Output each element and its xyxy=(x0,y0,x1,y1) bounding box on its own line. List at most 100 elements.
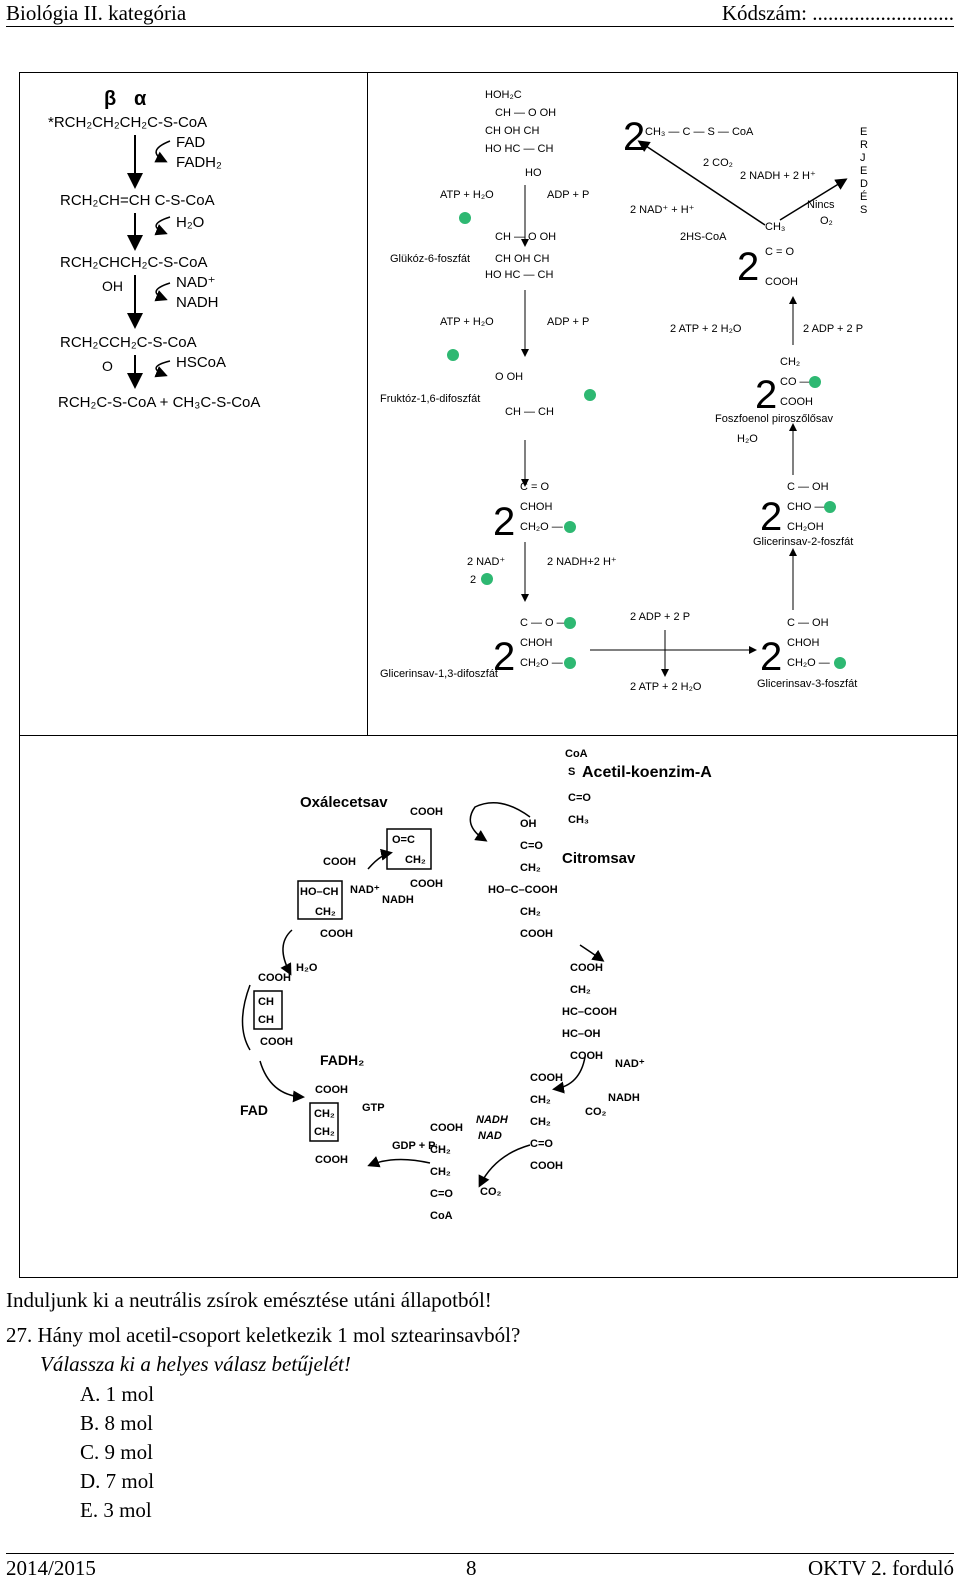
svg-text:CH₂: CH₂ xyxy=(520,906,541,918)
svg-text:CH₂: CH₂ xyxy=(315,906,336,918)
co2-krebs-1: CO₂ xyxy=(480,1186,502,1198)
nincs-label: Nincs xyxy=(807,199,835,211)
erjedes-5: D xyxy=(860,178,868,190)
svg-text:C=O: C=O xyxy=(530,1138,553,1150)
g6p-top-line-2: CH — O OH xyxy=(495,107,556,119)
acetyl-coa-label: Acetil-koenzim-A xyxy=(582,764,712,781)
svg-text:COOH: COOH xyxy=(315,1154,348,1166)
svg-text:CH₂: CH₂ xyxy=(520,862,541,874)
erjedes-6: É xyxy=(860,190,867,203)
co-top: C=O xyxy=(568,792,591,804)
svg-text:COOH: COOH xyxy=(323,856,356,868)
beta-row-1: *RCH₂CH₂CH₂C-S-CoA xyxy=(48,114,207,131)
figure-frame xyxy=(19,72,958,1278)
s-top: S xyxy=(568,766,575,778)
option-c[interactable]: C. 9 mol xyxy=(80,1440,153,1464)
svg-text:CoA: CoA xyxy=(430,1210,453,1222)
beta-oxidation-diagram: β α *RCH₂CH₂CH₂C-S-CoA RCH₂CH=CH C-S-CoA… xyxy=(48,88,260,411)
svg-text:COOH: COOH xyxy=(530,1072,563,1084)
atp-h2o-1: ATP + H₂O xyxy=(440,189,494,201)
option-a[interactable]: A. 1 mol xyxy=(80,1382,155,1406)
svg-text:CH₂: CH₂ xyxy=(430,1144,451,1156)
two-a: 2 xyxy=(493,500,515,544)
adp-p-4: 2 ADP + 2 P xyxy=(803,323,863,335)
svg-text:C — O —: C — O — xyxy=(520,617,568,629)
beta-row-4: RCH₂CCH₂C-S-CoA xyxy=(60,334,197,351)
beta-o: O xyxy=(102,358,113,374)
atp-h2o-2: ATP + H₂O xyxy=(440,316,494,328)
svg-text:CH: CH xyxy=(258,1014,274,1026)
svg-text:COOH: COOH xyxy=(780,396,813,408)
svg-text:CH₂: CH₂ xyxy=(405,854,426,866)
option-e[interactable]: E. 3 mol xyxy=(80,1498,152,1522)
two-g: 2 xyxy=(623,115,645,159)
svg-text:CH OH CH: CH OH CH xyxy=(495,253,549,265)
svg-text:CHO —: CHO — xyxy=(787,501,826,513)
two-f: 2 xyxy=(737,245,759,289)
svg-text:CH: CH xyxy=(258,996,274,1008)
oxalo-label: Oxálecetsav xyxy=(300,794,388,811)
svg-text:C — OH: C — OH xyxy=(787,481,829,493)
two-b: 2 xyxy=(493,635,515,679)
svg-text:CH₂: CH₂ xyxy=(314,1108,335,1120)
nad-label: NAD⁺ xyxy=(176,274,216,291)
svg-text:COOH: COOH xyxy=(430,1122,463,1134)
citrom-label: Citromsav xyxy=(562,850,636,867)
hscoa-label: HSCoA xyxy=(176,354,226,371)
svg-text:CH₂: CH₂ xyxy=(780,356,800,368)
g6p-label: Glükóz-6-foszfát xyxy=(390,253,470,265)
option-d[interactable]: D. 7 mol xyxy=(80,1469,155,1493)
beta-oh: OH xyxy=(102,278,123,294)
hscoa-pdh: 2HS-CoA xyxy=(680,231,727,243)
figure-divider-horizontal xyxy=(19,735,958,736)
nadh-krebs-2: NADH xyxy=(476,1114,509,1126)
question-27: 27. Hány mol acetil-csoport keletkezik 1… xyxy=(6,1323,521,1347)
ch3-top: CH₃ xyxy=(568,814,589,826)
fad-label: FAD xyxy=(176,134,205,151)
two-e: 2 xyxy=(755,373,777,417)
fadh2-krebs: FADH₂ xyxy=(320,1052,364,1068)
svg-text:O=C: O=C xyxy=(392,834,415,846)
svg-text:COOH: COOH xyxy=(570,1050,603,1062)
svg-text:C = O: C = O xyxy=(520,481,549,493)
option-b[interactable]: B. 8 mol xyxy=(80,1411,153,1435)
header-category: Biológia II. kategória xyxy=(6,1,187,25)
svg-text:HC–OH: HC–OH xyxy=(562,1028,601,1040)
svg-text:COOH: COOH xyxy=(315,1084,348,1096)
svg-text:C — OH: C — OH xyxy=(787,617,829,629)
erjedes-1: E xyxy=(860,126,867,138)
gdp-krebs: GDP + Pᵢ xyxy=(392,1140,438,1152)
svg-text:CH₂OH: CH₂OH xyxy=(787,521,824,533)
h2o-krebs: H₂O xyxy=(296,962,318,974)
beta-label: β xyxy=(104,88,116,110)
footer-round: OKTV 2. forduló xyxy=(807,1556,954,1580)
coa-top: CoA xyxy=(565,748,588,760)
beta-row-2: RCH₂CH=CH C-S-CoA xyxy=(60,192,215,209)
intro-text: Induljunk ki a neutrális zsírok emésztés… xyxy=(6,1288,492,1312)
alpha-label: α xyxy=(134,88,147,110)
co2-krebs-2: CO₂ xyxy=(585,1106,607,1118)
g6p-top-line-4: HO HC — CH xyxy=(485,143,554,155)
nad-pdh: 2 NAD⁺ + H⁺ xyxy=(630,204,695,216)
svg-text:CH — CH: CH — CH xyxy=(505,406,554,418)
g2p-label: Glicerinsav-2-foszfát xyxy=(753,536,853,548)
svg-text:HC–COOH: HC–COOH xyxy=(562,1006,617,1018)
svg-text:CHOH: CHOH xyxy=(787,637,819,649)
nadh-label: NADH xyxy=(176,294,219,311)
footer-year: 2014/2015 xyxy=(6,1556,96,1580)
svg-text:CH₂: CH₂ xyxy=(530,1094,551,1106)
nadh-pdh: 2 NADH + 2 H⁺ xyxy=(740,170,816,182)
o2-label: O₂ xyxy=(820,215,833,227)
gtp-krebs: GTP xyxy=(362,1102,385,1114)
svg-text:CH₂O —: CH₂O — xyxy=(520,657,563,669)
nad-glyc: 2 NAD⁺ xyxy=(467,556,505,568)
figure-divider-vertical xyxy=(367,72,368,735)
erjedes-3: J xyxy=(860,152,866,164)
svg-text:HO–CH: HO–CH xyxy=(300,886,339,898)
erjedes-7: S xyxy=(860,204,867,216)
svg-text:CH₂: CH₂ xyxy=(530,1116,551,1128)
adp-p-2: ADP + P xyxy=(547,316,589,328)
svg-text:CHOH: CHOH xyxy=(520,637,552,649)
svg-text:COOH: COOH xyxy=(410,878,443,890)
pyr-2: C = O xyxy=(765,246,794,258)
